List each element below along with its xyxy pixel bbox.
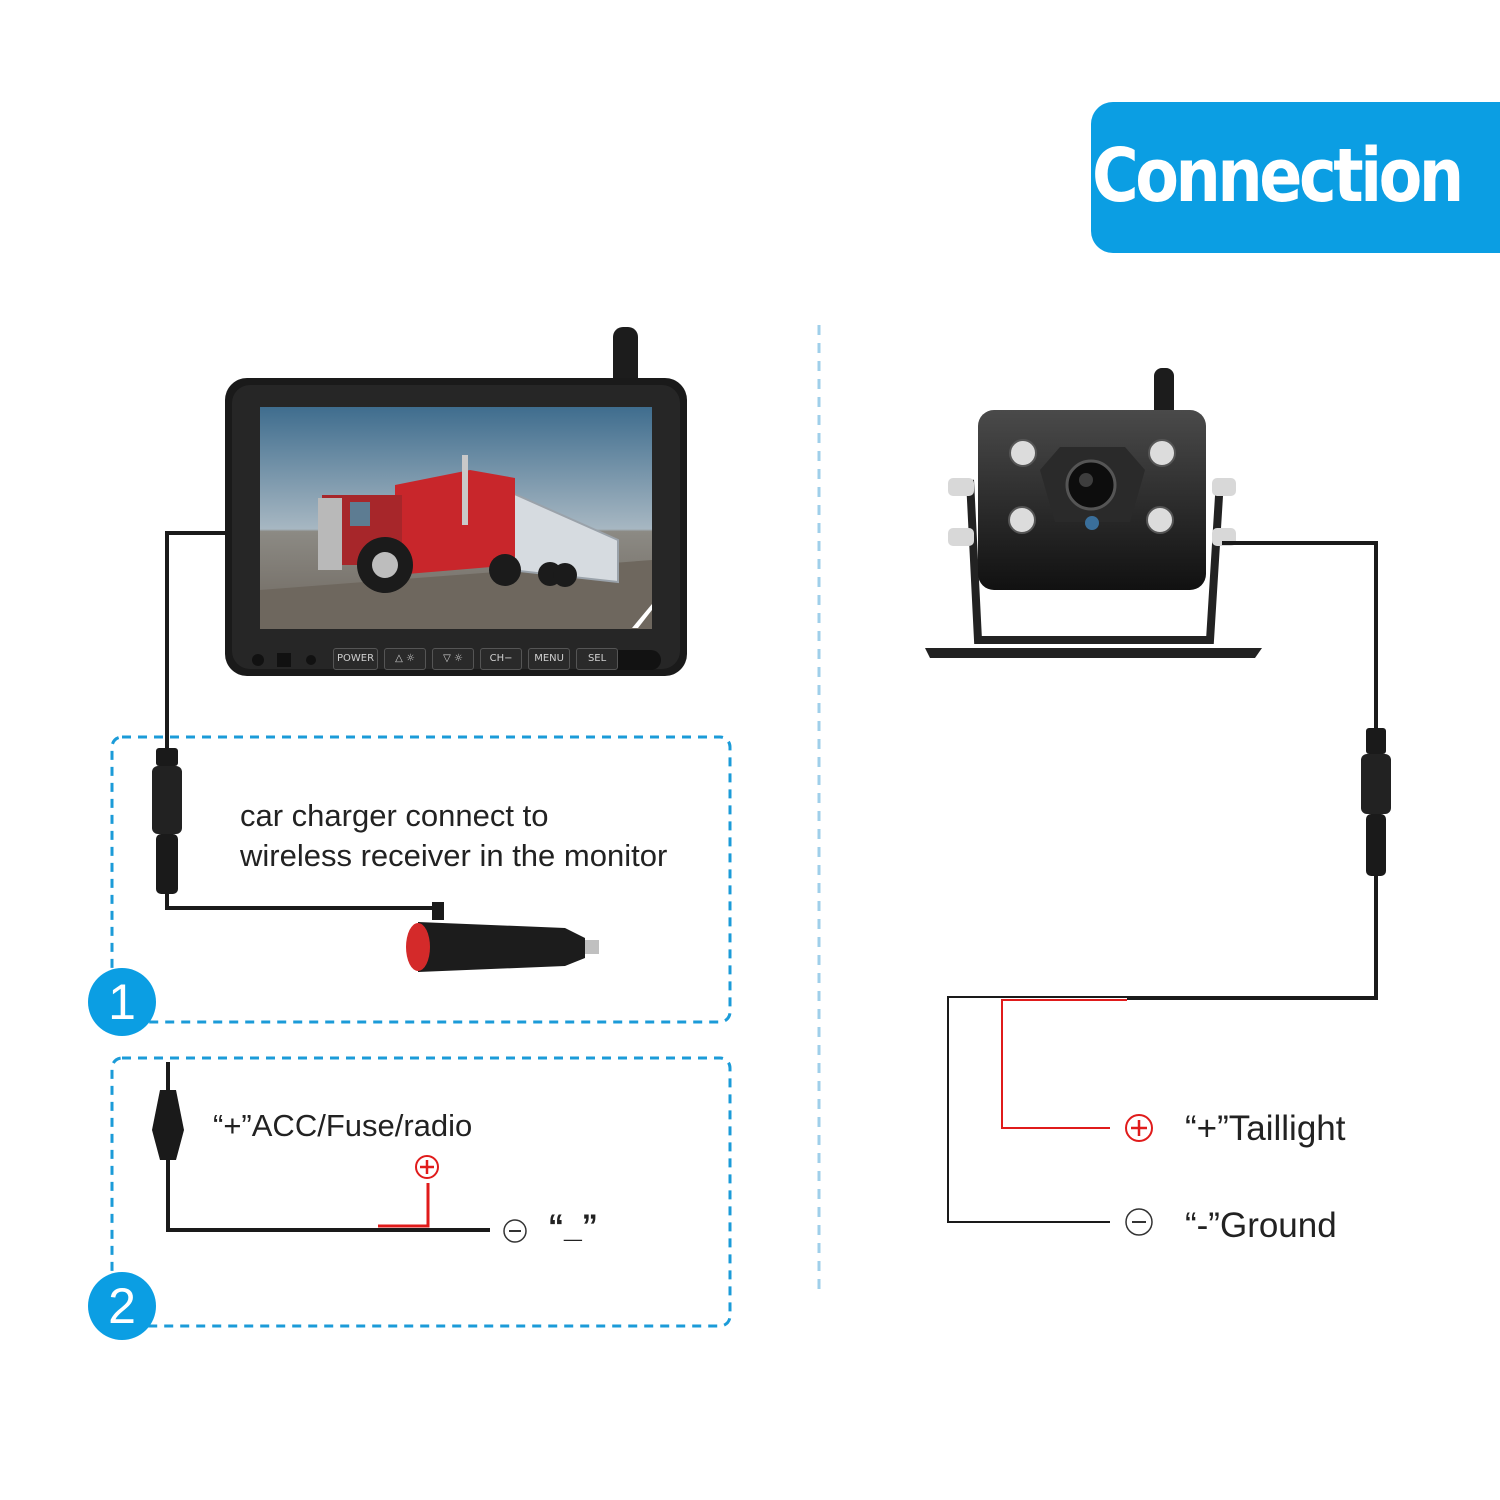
monitor-antenna bbox=[613, 327, 638, 389]
taillight-label: “+”Taillight bbox=[1185, 1109, 1346, 1148]
fuse-holder bbox=[152, 1090, 184, 1160]
step2-badge: 2 bbox=[88, 1272, 156, 1340]
step1-badge: 1 bbox=[88, 968, 156, 1036]
camera-wire bbox=[1127, 541, 1378, 1000]
select-button: SEL bbox=[576, 648, 619, 670]
minus-circle-icon bbox=[503, 1219, 527, 1243]
step2-negative-label: “_” bbox=[548, 1208, 598, 1244]
camera-led bbox=[1009, 439, 1037, 467]
step1-caption-line2: wireless receiver in the monitor bbox=[240, 838, 668, 873]
camera-black-wire bbox=[947, 996, 1127, 1223]
ground-label: “-”Ground bbox=[1185, 1206, 1337, 1245]
minus-circle-icon bbox=[1125, 1208, 1153, 1236]
brightness-down-button: ▽ ☼ bbox=[432, 648, 475, 670]
monitor-power-wire bbox=[165, 531, 435, 910]
step2-wire-black bbox=[166, 1062, 490, 1232]
camera-lens bbox=[1065, 459, 1117, 511]
monitor-button-strip: POWER △ ☼ ▽ ☼ CH− MENU SEL bbox=[333, 648, 619, 670]
step2-dashed-box bbox=[110, 1056, 732, 1328]
step2-wire-red bbox=[378, 1183, 430, 1228]
power-button: POWER bbox=[333, 648, 379, 670]
title-banner bbox=[1091, 102, 1500, 253]
inline-connector-left bbox=[152, 748, 182, 894]
channel-button: CH− bbox=[480, 648, 523, 670]
camera-bracket bbox=[966, 479, 1224, 644]
car-charger-plug bbox=[406, 902, 599, 972]
acc-fuse-radio-label: “+”ACC/Fuse/radio bbox=[213, 1108, 473, 1143]
brightness-up-button: △ ☼ bbox=[384, 648, 427, 670]
monitor-illustration bbox=[225, 327, 687, 676]
camera-red-wire bbox=[1001, 999, 1127, 1129]
truck-cab bbox=[395, 470, 515, 575]
menu-button: MENU bbox=[528, 648, 571, 670]
camera-illustration bbox=[925, 368, 1262, 658]
camera-antenna bbox=[1154, 368, 1174, 420]
inline-connector-right bbox=[1361, 728, 1391, 876]
step1-caption: car charger connect to wireless receiver… bbox=[240, 796, 667, 876]
plus-circle-icon bbox=[1125, 1114, 1153, 1142]
step1-dashed-box bbox=[110, 735, 732, 1024]
page-title: Connection bbox=[1092, 133, 1464, 219]
plus-circle-icon bbox=[415, 1155, 439, 1179]
step1-caption-line1: car charger connect to bbox=[240, 798, 549, 833]
